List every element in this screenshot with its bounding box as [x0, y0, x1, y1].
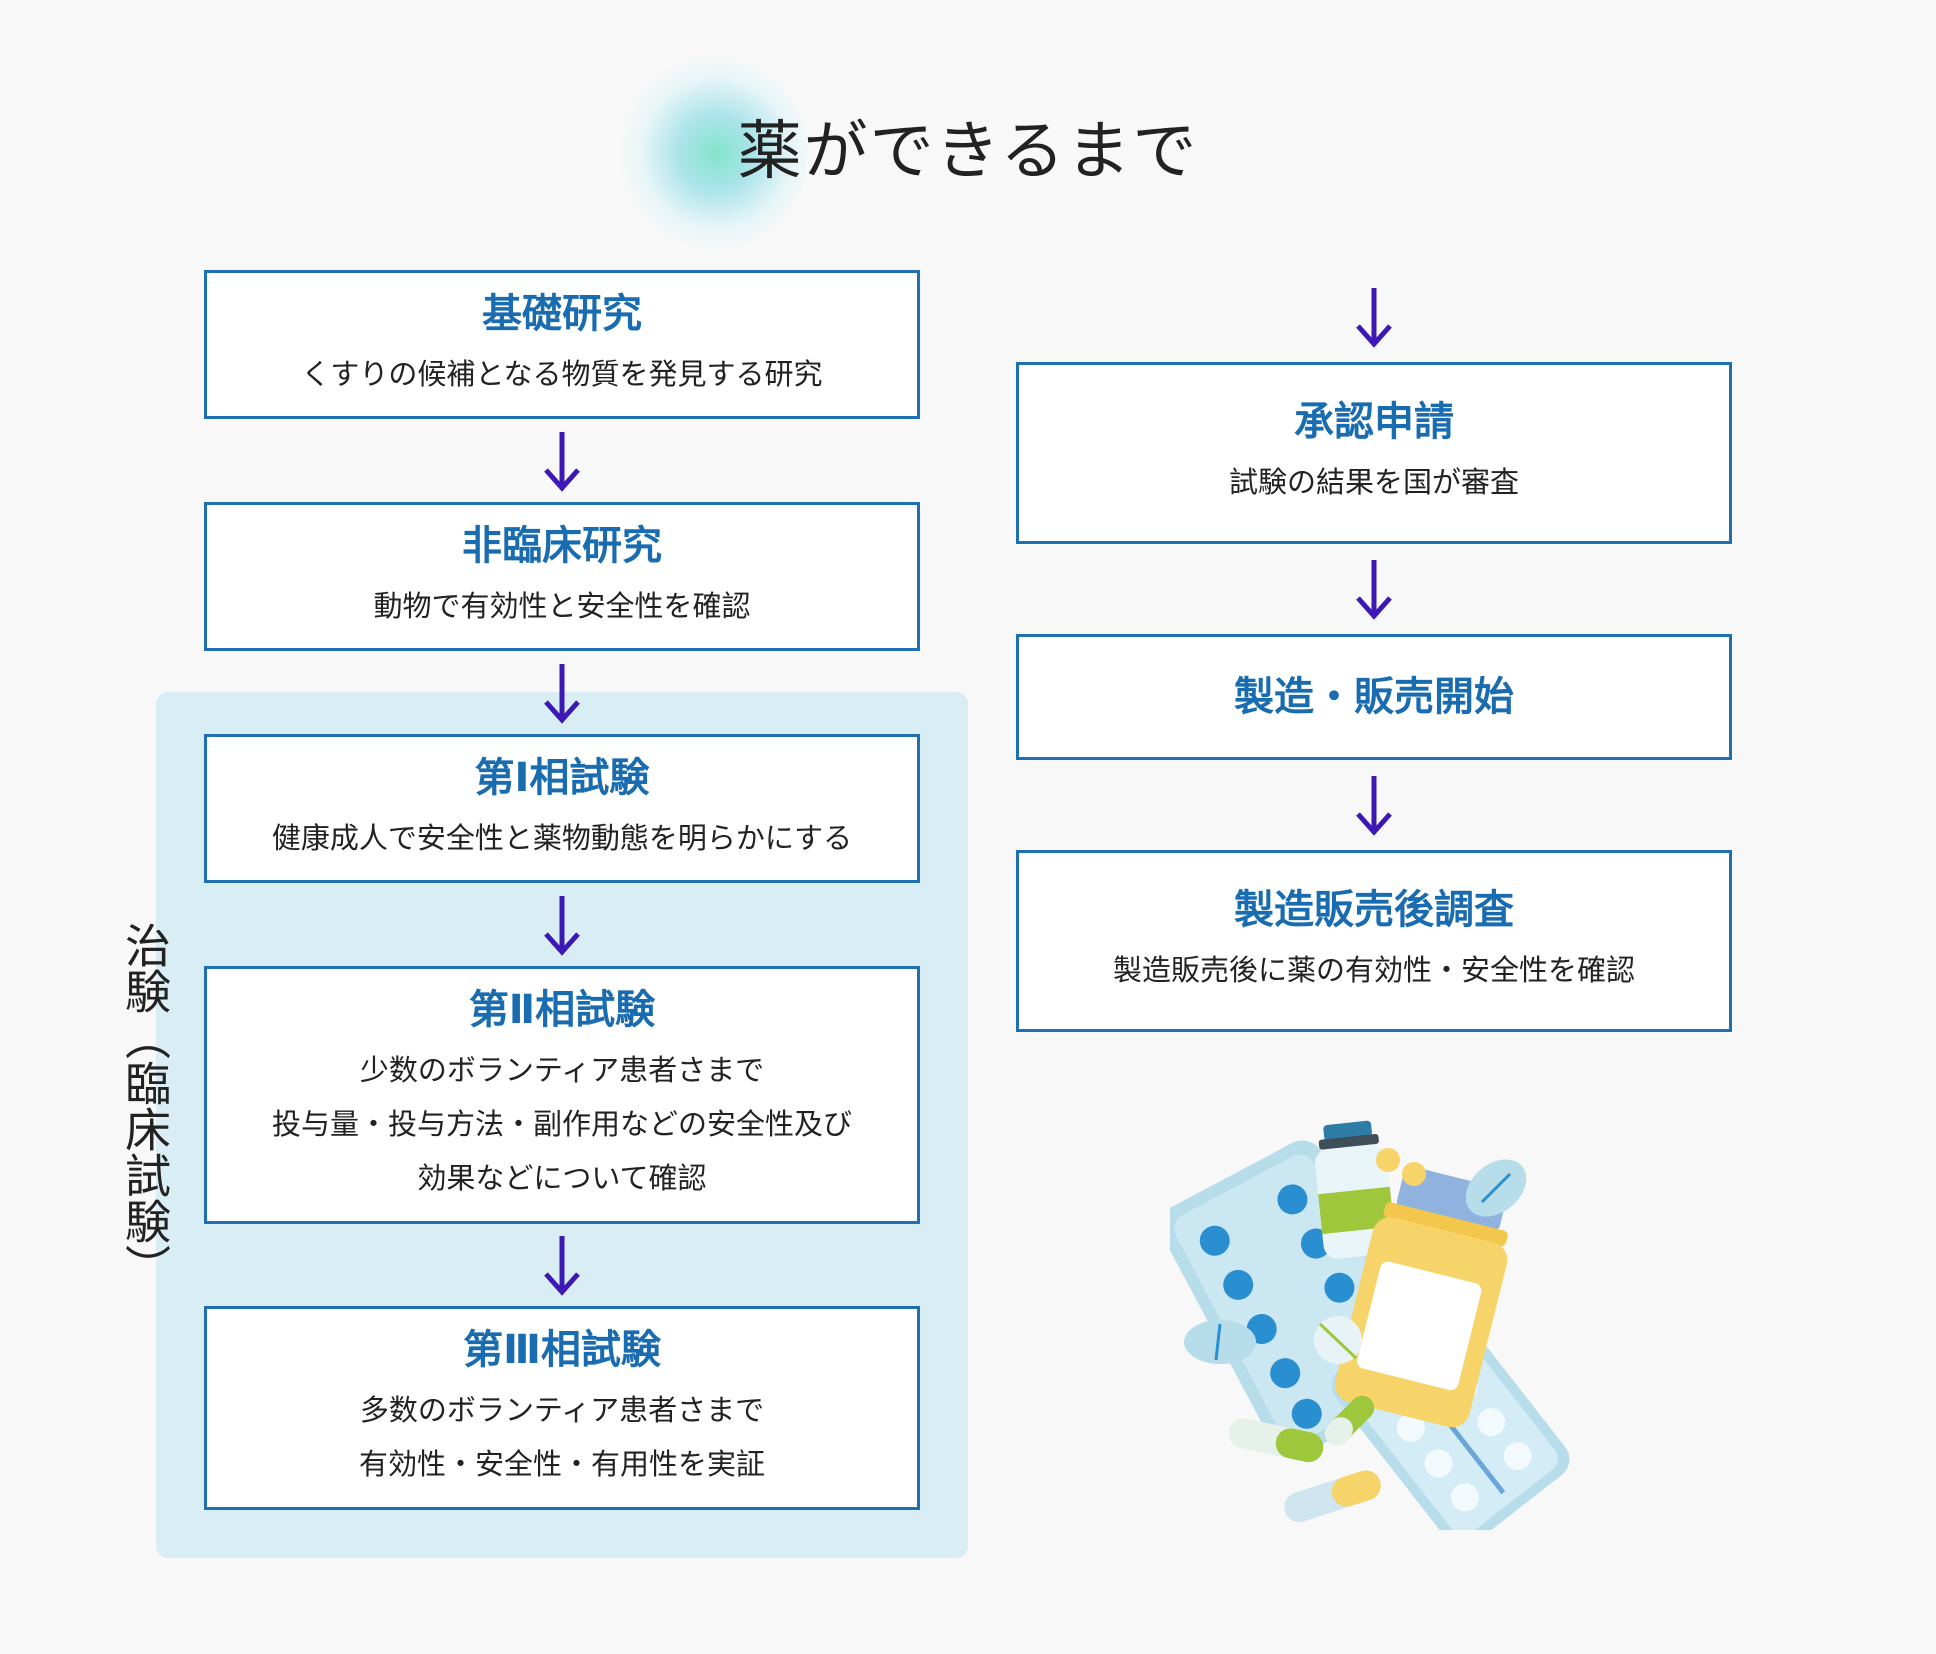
step-heading: 第Ⅰ相試験 [474, 754, 650, 801]
step-desc-line: 効果などについて確認 [417, 1161, 707, 1195]
step-desc-line: 多数のボランティア患者さまで [359, 1393, 765, 1427]
step-phase-1: 第Ⅰ相試験 健康成人で安全性と薬物動態を明らかにする [204, 734, 920, 883]
arrow-down-icon [544, 1236, 580, 1296]
step-basic-research: 基礎研究 くすりの候補となる物質を発見する研究 [204, 270, 920, 419]
step-desc-line: 投与量・投与方法・副作用などの安全性及び [271, 1107, 852, 1141]
title-glow [618, 58, 808, 248]
step-phase-3: 第Ⅲ相試験 多数のボランティア患者さまで 有効性・安全性・有用性を実証 [204, 1306, 920, 1510]
arrow-down-icon [544, 432, 580, 492]
step-desc: くすりの候補となる物質を発見する研究 [301, 356, 823, 391]
step-heading: 承認申請 [1294, 399, 1454, 445]
step-heading: 第Ⅲ相試験 [463, 1327, 661, 1373]
arrow-down-icon [544, 896, 580, 956]
step-desc: 健康成人で安全性と薬物動態を明らかにする [271, 820, 853, 855]
clinical-trial-label: 治験（臨床試験） [118, 922, 172, 1290]
step-approval-application: 承認申請 試験の結果を国が審査 [1016, 362, 1732, 544]
step-desc: 動物で有効性と安全性を確認 [373, 588, 751, 623]
step-desc: 試験の結果を国が審査 [1228, 465, 1519, 499]
arrow-down-icon [544, 664, 580, 724]
step-post-marketing-survey: 製造販売後調査 製造販売後に薬の有効性・安全性を確認 [1016, 850, 1732, 1032]
step-heading: 第Ⅱ相試験 [468, 987, 656, 1033]
medicine-pills-icon [1170, 1120, 1570, 1530]
step-nonclinical-research: 非臨床研究 動物で有効性と安全性を確認 [204, 502, 920, 651]
step-desc-line: 有効性・安全性・有用性を実証 [358, 1447, 765, 1481]
arrow-down-icon [1356, 288, 1392, 348]
step-heading: 基礎研究 [482, 290, 642, 337]
step-desc-line: 少数のボランティア患者さまで [359, 1053, 765, 1087]
step-phase-2: 第Ⅱ相試験 少数のボランティア患者さまで 投与量・投与方法・副作用などの安全性及… [204, 966, 920, 1224]
step-heading: 製造販売後調査 [1234, 887, 1514, 933]
arrow-down-icon [1356, 560, 1392, 620]
step-heading: 製造・販売開始 [1234, 674, 1514, 720]
step-manufacturing-sales-start: 製造・販売開始 [1016, 634, 1732, 760]
step-heading: 非臨床研究 [462, 522, 662, 569]
page-title: 薬ができるまで [737, 115, 1199, 189]
arrow-down-icon [1356, 776, 1392, 836]
step-desc: 製造販売後に薬の有効性・安全性を確認 [1112, 953, 1635, 987]
